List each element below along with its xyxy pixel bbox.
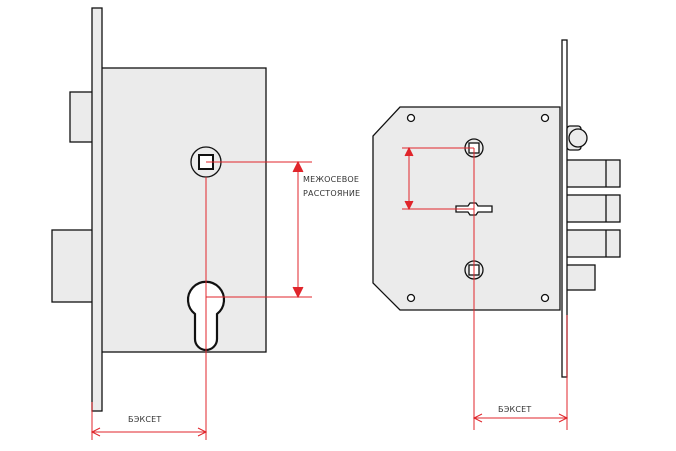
screw-hole <box>540 293 550 303</box>
left-dimensions <box>90 160 312 440</box>
screw-hole <box>540 113 550 123</box>
right-bolt-2 <box>564 194 621 223</box>
right-center-arrow-bottom <box>404 200 414 211</box>
screw-hole <box>406 293 416 303</box>
center-distance-label-2: РАССТОЯНИЕ <box>303 189 360 198</box>
left-lock-body <box>99 67 267 353</box>
left-dead-bolt <box>51 229 98 303</box>
left-mortise-lock <box>51 7 267 412</box>
backset-label-right: БЭКСЕТ <box>498 405 531 414</box>
left-backset-arrow-right <box>197 427 208 437</box>
right-backset-arrow-right <box>558 413 569 423</box>
right-backset-arrow-left <box>472 413 483 423</box>
left-center-arrow-top <box>292 160 304 173</box>
backset-label-left: БЭКСЕТ <box>128 415 161 424</box>
right-bolt-3 <box>564 229 621 258</box>
right-bolt-1 <box>564 159 621 188</box>
right-faceplate <box>561 39 568 378</box>
left-faceplate <box>91 7 103 412</box>
left-backset-arrow-left <box>90 427 101 437</box>
right-dimensions <box>402 146 569 430</box>
left-center-arrow-bottom <box>292 286 304 299</box>
screw-hole <box>406 113 416 123</box>
center-distance-label-1: МЕЖОСЕВОЕ <box>303 175 359 184</box>
right-latch <box>564 264 596 291</box>
right-center-arrow-top <box>404 146 414 157</box>
